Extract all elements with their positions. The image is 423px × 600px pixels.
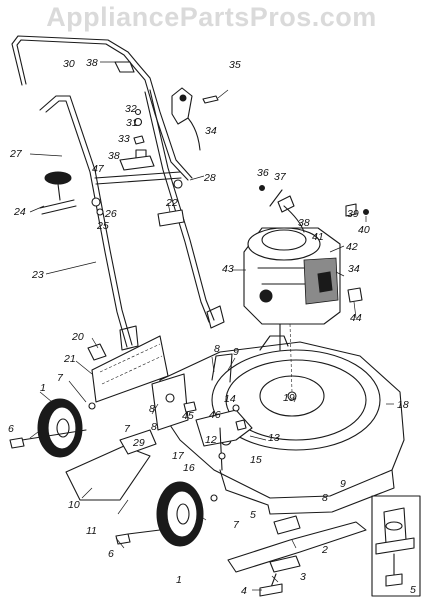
callout-5-inset: 5 <box>410 584 416 596</box>
callout-27: 27 <box>9 148 23 160</box>
callout-38-mid: 38 <box>108 150 120 162</box>
callout-8-top: 8 <box>214 343 220 355</box>
callout-10: 10 <box>68 499 80 511</box>
callout-12: 12 <box>205 434 217 446</box>
callout-34-engine: 34 <box>348 263 360 275</box>
rear-wheel <box>9 398 96 458</box>
callout-23: 23 <box>31 269 44 281</box>
callout-9-low: 9 <box>340 478 346 490</box>
callout-44: 44 <box>350 312 362 324</box>
callout-30: 30 <box>63 58 75 70</box>
callout-3: 3 <box>300 571 306 583</box>
callout-39: 39 <box>347 208 359 220</box>
callout-4: 4 <box>241 585 247 597</box>
front-shield <box>65 445 151 501</box>
callout-36: 36 <box>257 167 269 179</box>
callout-13: 13 <box>268 432 280 444</box>
callout-1-low: 1 <box>176 574 182 586</box>
mower-deck <box>159 335 405 515</box>
callout-8-right: 8 <box>322 492 328 504</box>
callout-46: 46 <box>209 409 221 421</box>
callout-7-mid: 7 <box>124 423 131 435</box>
engine <box>243 227 341 393</box>
callout-38-top: 38 <box>86 57 98 69</box>
callout-6-left: 6 <box>8 423 14 435</box>
callout-5: 5 <box>250 509 256 521</box>
callout-35: 35 <box>229 59 241 71</box>
callout-17: 17 <box>172 450 185 462</box>
callout-labels: 30 38 35 32 31 34 33 27 38 47 28 36 37 2… <box>8 57 416 597</box>
callout-7-right: 7 <box>233 519 240 531</box>
callout-22: 22 <box>165 197 178 209</box>
callout-25: 25 <box>96 220 109 232</box>
callout-28: 28 <box>203 172 216 184</box>
callout-47: 47 <box>92 163 105 175</box>
blade-adapter-inset <box>371 495 421 597</box>
callout-32: 32 <box>125 103 137 115</box>
callout-15: 15 <box>250 454 262 466</box>
callout-11: 11 <box>86 525 97 537</box>
callout-29: 29 <box>132 437 145 449</box>
callout-8-low: 8 <box>151 421 157 433</box>
height-adjuster <box>195 404 253 471</box>
callout-21: 21 <box>63 353 76 365</box>
engine-hardware <box>259 185 369 303</box>
callout-42: 42 <box>346 241 358 253</box>
callout-19: 19 <box>283 392 295 404</box>
axle-bracket <box>151 373 197 431</box>
callout-41: 41 <box>312 231 324 243</box>
callout-8-mid: 8 <box>149 403 155 415</box>
callout-6-low: 6 <box>108 548 114 560</box>
lower-handle <box>39 89 225 351</box>
callout-9-top: 9 <box>233 346 239 358</box>
callout-7-left: 7 <box>57 372 64 384</box>
callout-2: 2 <box>321 544 328 556</box>
callout-33: 33 <box>118 133 130 145</box>
callout-38-engine: 38 <box>298 217 310 229</box>
callout-18: 18 <box>397 399 409 411</box>
callout-26: 26 <box>104 208 117 220</box>
callout-34-top: 34 <box>205 125 217 137</box>
callout-20: 20 <box>71 331 84 343</box>
callout-37: 37 <box>274 171 287 183</box>
axle-cover <box>119 429 157 455</box>
callout-14: 14 <box>224 393 236 405</box>
front-wheel <box>115 481 218 547</box>
blade-assembly <box>227 515 367 597</box>
bail-hardware <box>119 108 155 171</box>
callout-43: 43 <box>222 263 234 275</box>
callout-1-left: 1 <box>40 382 46 394</box>
callout-40: 40 <box>358 224 370 236</box>
handle-knob <box>39 171 183 216</box>
leader-lines <box>29 61 394 591</box>
upper-handle <box>11 35 193 181</box>
callout-24: 24 <box>13 206 26 218</box>
cable-clip <box>157 209 185 227</box>
callout-45: 45 <box>182 410 194 422</box>
throttle-control <box>171 87 229 151</box>
callout-16: 16 <box>183 462 195 474</box>
callout-31: 31 <box>126 117 138 129</box>
